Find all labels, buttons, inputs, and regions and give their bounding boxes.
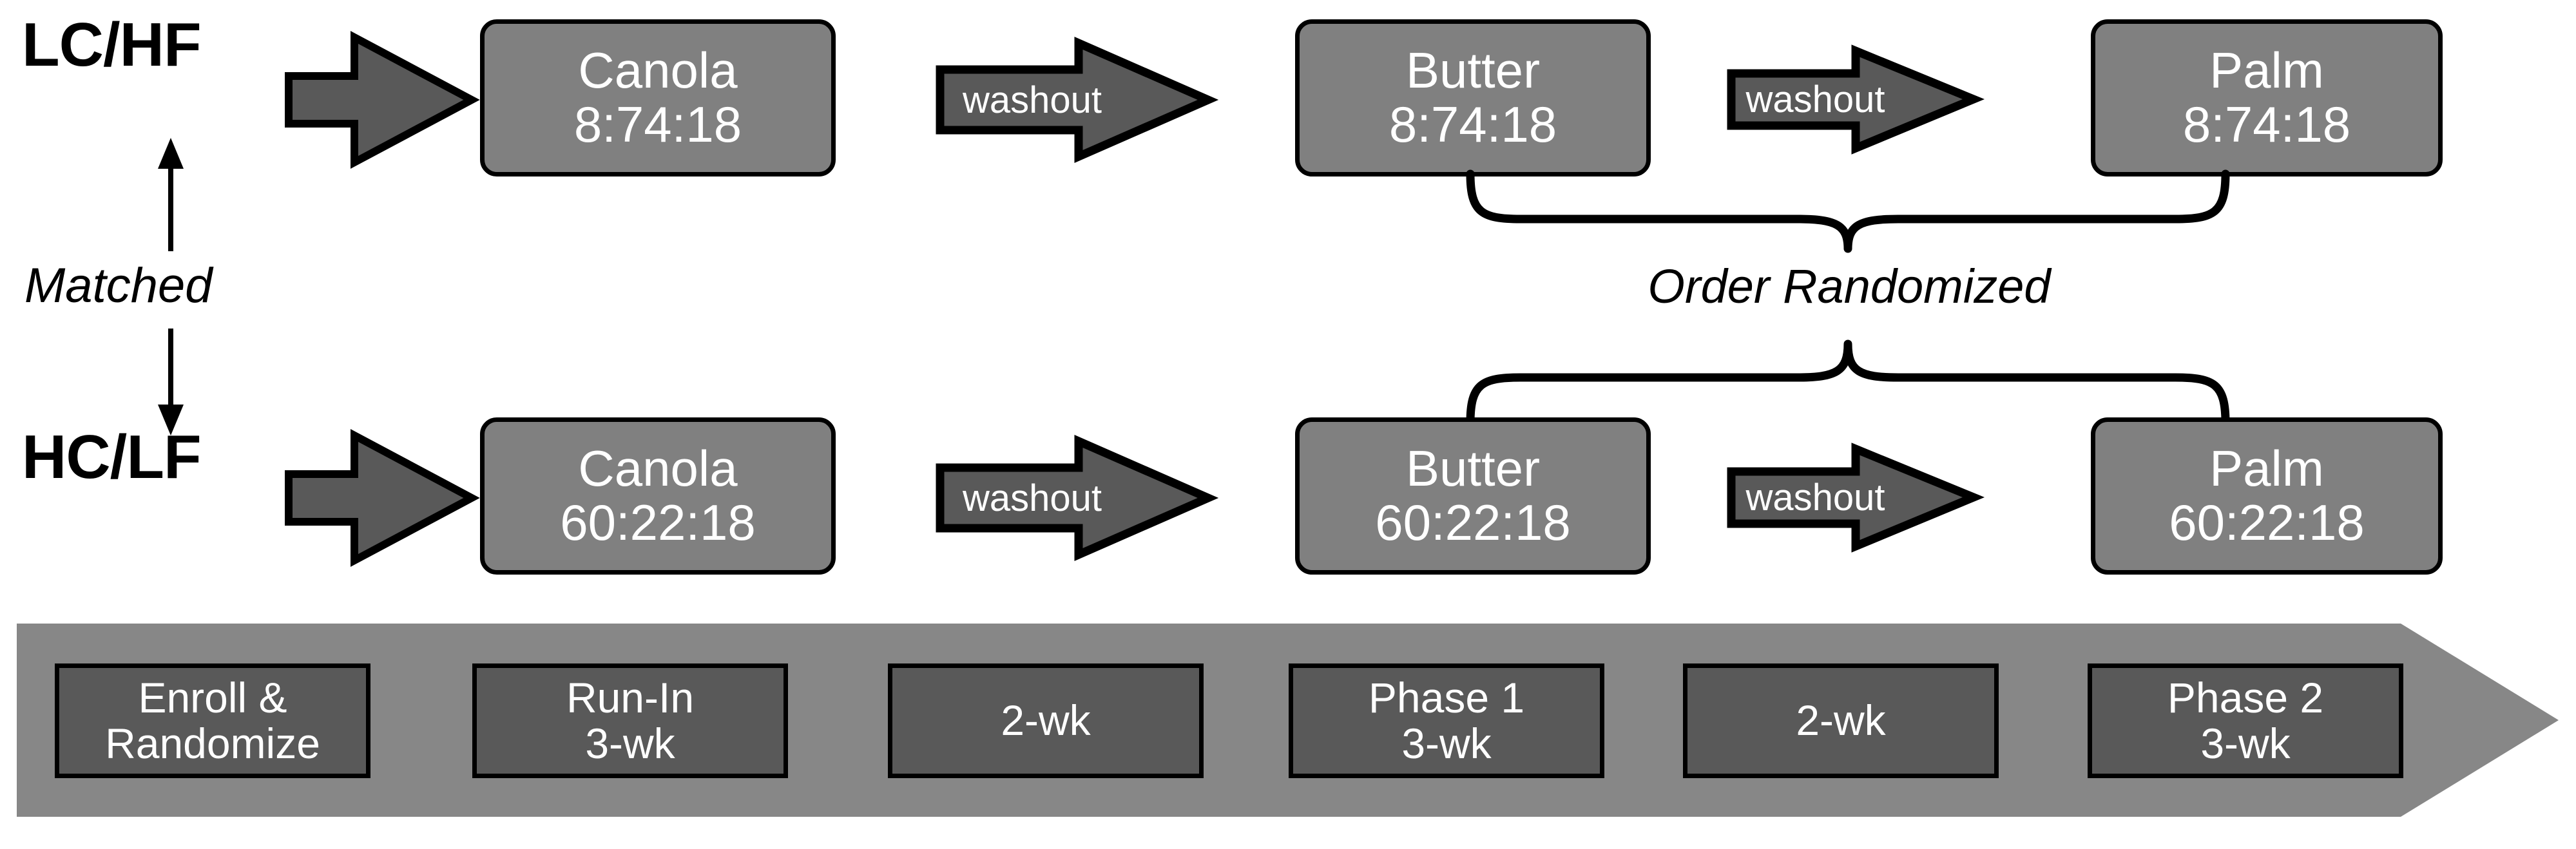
diet-box-ratio: 8:74:18 xyxy=(573,96,742,153)
timeline-step-line2: 3-wk xyxy=(2200,720,2291,767)
timeline-step-phase-1[interactable]: Phase 1 3-wk xyxy=(1289,663,1604,778)
diet-box-name: Canola xyxy=(578,42,738,99)
timeline-step-line1: Phase 2 xyxy=(2167,673,2324,721)
diet-box-ratio: 60:22:18 xyxy=(560,494,756,551)
washout-arrow-icon-lc-hf-1 xyxy=(936,37,1219,163)
diet-box-hc-lf-butter[interactable]: Butter 60:22:18 xyxy=(1295,417,1651,575)
timeline-step-line1: 2-wk xyxy=(1001,696,1091,745)
matched-double-arrow-icon xyxy=(148,135,193,438)
timeline-step-line1: 2-wk xyxy=(1796,696,1886,745)
diet-box-ratio: 8:74:18 xyxy=(1389,96,1557,153)
timeline-step-line2: Randomize xyxy=(105,720,320,767)
order-randomized-label: Order Randomized xyxy=(1648,260,2051,313)
washout-arrow-icon-hc-lf-2 xyxy=(1727,443,1985,553)
diet-box-lc-hf-canola[interactable]: Canola 8:74:18 xyxy=(480,19,836,176)
diet-box-hc-lf-canola[interactable]: Canola 60:22:18 xyxy=(480,417,836,575)
diet-box-name: Palm xyxy=(2209,42,2324,99)
arm-label-hc-lf: HC/LF xyxy=(22,423,202,491)
diet-box-name: Palm xyxy=(2209,440,2324,497)
washout-arrow-icon-hc-lf-1 xyxy=(936,435,1219,561)
matched-label: Matched xyxy=(24,258,213,313)
diet-box-lc-hf-butter[interactable]: Butter 8:74:18 xyxy=(1295,19,1651,176)
entry-arrow-icon-lc-hf xyxy=(284,19,480,180)
diet-box-name: Butter xyxy=(1405,42,1541,99)
diet-box-ratio: 60:22:18 xyxy=(2169,494,2365,551)
diet-box-lc-hf-palm[interactable]: Palm 8:74:18 xyxy=(2091,19,2443,176)
timeline-step-line1: Run-In xyxy=(566,673,695,721)
timeline-step-run-in[interactable]: Run-In 3-wk xyxy=(472,663,788,778)
timeline-step-line2: 3-wk xyxy=(1401,720,1492,767)
timeline-step-phase-2[interactable]: Phase 2 3-wk xyxy=(2088,663,2403,778)
diet-box-hc-lf-palm[interactable]: Palm 60:22:18 xyxy=(2091,417,2443,575)
diet-box-ratio: 60:22:18 xyxy=(1375,494,1571,551)
timeline-step-washout-2[interactable]: 2-wk xyxy=(1683,663,1999,778)
timeline-step-enroll-randomize[interactable]: Enroll & Randomize xyxy=(55,663,370,778)
diet-box-ratio: 8:74:18 xyxy=(2182,96,2351,153)
diet-box-name: Canola xyxy=(578,440,738,497)
order-randomized-brace-top xyxy=(1418,169,2513,253)
diet-box-name: Butter xyxy=(1405,440,1541,497)
timeline-step-washout-1[interactable]: 2-wk xyxy=(888,663,1204,778)
order-randomized-brace-bottom xyxy=(1418,339,2513,427)
entry-arrow-icon-hc-lf xyxy=(284,417,480,578)
timeline-step-line1: Phase 1 xyxy=(1368,673,1525,721)
timeline-step-line1: Enroll & xyxy=(138,673,287,721)
arm-label-lc-hf: LC/HF xyxy=(22,10,202,79)
timeline-step-line2: 3-wk xyxy=(585,720,675,767)
washout-arrow-icon-lc-hf-2 xyxy=(1727,44,1985,155)
